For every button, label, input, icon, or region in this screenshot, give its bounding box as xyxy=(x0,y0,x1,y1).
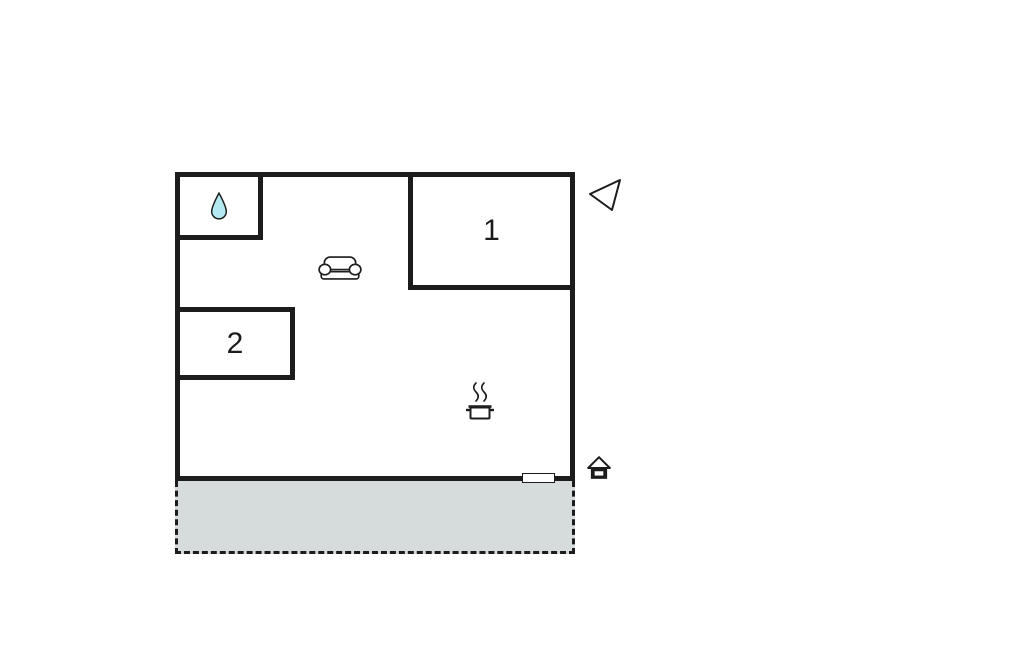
door-opening xyxy=(522,473,555,483)
cooking-pot-icon xyxy=(466,382,494,420)
floorplan-outline: 1 2 xyxy=(175,172,575,481)
terrace xyxy=(175,481,575,554)
room-bathroom xyxy=(180,177,263,240)
sofa-icon xyxy=(318,256,362,280)
room-2: 2 xyxy=(180,307,295,380)
room-1-label: 1 xyxy=(483,214,500,247)
room-2-label: 2 xyxy=(226,326,244,360)
room-1: 1 xyxy=(408,177,570,290)
water-drop-icon xyxy=(210,191,228,220)
entrance-house-icon xyxy=(587,456,611,479)
north-arrow-icon xyxy=(589,179,621,211)
